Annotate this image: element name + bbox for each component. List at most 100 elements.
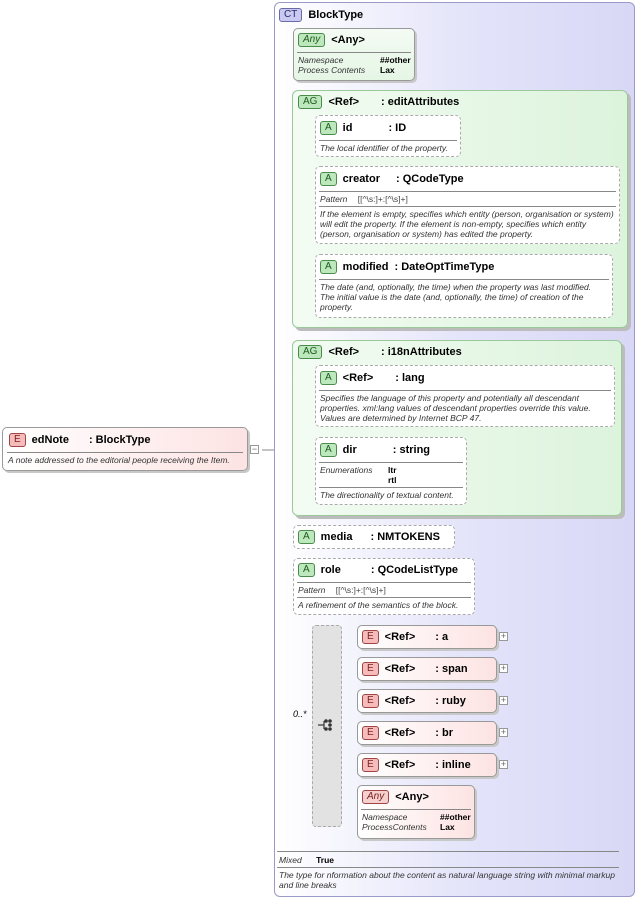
attribute-group-badge: AG — [298, 95, 323, 109]
namespace-label: Namespace — [298, 55, 344, 65]
attribute-type: : ID — [388, 122, 407, 134]
pattern-label: Pattern — [298, 585, 326, 595]
attribute-type: : string — [392, 444, 431, 456]
pattern-value: [[^\s:]+:[^\s]+] — [357, 194, 408, 204]
namespace-value: ##other — [440, 812, 471, 822]
attribute-role[interactable]: A role : QCodeListType Pattern [[^\s:]+:… — [293, 558, 475, 615]
expand-toggle[interactable]: + — [499, 663, 508, 673]
attribute-description: The local identifier of the property. — [320, 143, 448, 153]
attribute-creator[interactable]: A creator : QCodeType Pattern [[^\s:]+:[… — [315, 166, 620, 244]
enum-value-rtl: rtl — [388, 475, 397, 485]
group-name: : editAttributes — [381, 96, 460, 108]
any-name: <Any> — [331, 34, 365, 46]
attribute-modified[interactable]: A modified : DateOptTimeType The date (a… — [315, 254, 613, 318]
element-description: A note addressed to the editorial people… — [8, 455, 230, 465]
group-name: : i18nAttributes — [381, 346, 462, 358]
element-name: : span — [435, 663, 468, 675]
attribute-group-badge: AG — [298, 345, 323, 359]
ref-label: <Ref> — [384, 759, 416, 771]
element-name: : br — [435, 727, 453, 739]
mixed-row: Mixed True — [279, 855, 334, 865]
attribute-dir[interactable]: A dir : string Enumerations ltr rtl The … — [315, 437, 467, 505]
element-badge: E — [362, 662, 379, 676]
ref-label: <Ref> — [328, 346, 360, 358]
attribute-name: media — [320, 531, 353, 543]
attribute-type: : QCodeType — [395, 173, 464, 185]
attribute-description: The directionality of textual content. — [320, 490, 454, 500]
element-badge: E — [362, 726, 379, 740]
attribute-media[interactable]: A media : NMTOKENS — [293, 525, 455, 549]
attribute-id[interactable]: A id : ID The local identifier of the pr… — [315, 115, 461, 157]
ref-label: <Ref> — [328, 96, 360, 108]
expand-toggle[interactable]: + — [499, 759, 508, 769]
element-badge: E — [362, 630, 379, 644]
attribute-badge: A — [298, 563, 315, 577]
attribute-type: : DateOptTimeType — [394, 261, 495, 273]
footer-separator — [277, 867, 619, 868]
expand-toggle[interactable]: + — [499, 695, 508, 705]
attribute-name: creator — [342, 173, 380, 185]
ref-label: <Ref> — [384, 631, 416, 643]
choice-element-inline[interactable]: E <Ref> : inline — [357, 753, 497, 777]
mixed-label: Mixed — [279, 855, 302, 865]
namespace-label: Namespace — [362, 812, 408, 822]
attribute-badge: A — [320, 371, 337, 385]
attribute-name: modified — [342, 261, 389, 273]
any-badge: Any — [362, 790, 390, 804]
any-name: <Any> — [395, 791, 429, 803]
attribute-badge: A — [320, 172, 337, 186]
choice-icon — [318, 719, 332, 731]
ref-label: <Ref> — [342, 372, 374, 384]
element-name: : inline — [435, 759, 471, 771]
namespace-value: ##other — [380, 55, 411, 65]
ednote-element[interactable]: E edNote : BlockType A note addressed to… — [2, 427, 248, 471]
collapse-toggle[interactable]: − — [250, 444, 259, 454]
element-badge: E — [9, 433, 26, 447]
ref-label: <Ref> — [384, 727, 416, 739]
cardinality-label: 0..* — [293, 709, 307, 719]
footer-separator — [277, 851, 619, 852]
element-name: : a — [435, 631, 449, 643]
edit-attributes-header: AG <Ref> : editAttributes — [298, 93, 459, 111]
attribute-name: id — [342, 122, 353, 134]
attribute-type: : QCodeListType — [370, 564, 459, 576]
attribute-badge: A — [320, 443, 337, 457]
attribute-name: dir — [342, 444, 357, 456]
attribute-name: role — [320, 564, 341, 576]
process-label: Process Contents — [298, 65, 366, 75]
complex-type-title: BlockType — [308, 9, 364, 21]
complex-type-badge: CT — [279, 8, 303, 22]
pattern-label: Pattern — [320, 194, 348, 204]
enumerations-label: Enumerations — [320, 465, 373, 475]
pattern-value: [[^\s:]+:[^\s]+] — [335, 585, 386, 595]
any-wildcard-choice[interactable]: Any <Any> Namespace ##other ProcessConte… — [357, 785, 475, 839]
i18n-attributes-header: AG <Ref> : i18nAttributes — [298, 343, 462, 361]
element-badge: E — [362, 694, 379, 708]
choice-element-span[interactable]: E <Ref> : span — [357, 657, 497, 681]
element-type: : BlockType — [88, 434, 151, 446]
choice-element-ruby[interactable]: E <Ref> : ruby — [357, 689, 497, 713]
complex-type-description: The type for nformation about the conten… — [279, 870, 615, 890]
choice-compositor[interactable] — [312, 625, 342, 827]
expand-toggle[interactable]: + — [499, 727, 508, 737]
attribute-description: The date (and, optionally, the time) whe… — [320, 282, 592, 312]
element-badge: E — [362, 758, 379, 772]
choice-element-br[interactable]: E <Ref> : br — [357, 721, 497, 745]
blocktype-header: CT BlockType — [279, 6, 363, 24]
attribute-description: If the element is empty, specifies which… — [320, 209, 614, 239]
process-value: Lax — [380, 65, 395, 75]
ref-label: <Ref> — [384, 695, 416, 707]
attribute-description: Specifies the language of this property … — [320, 393, 591, 423]
element-name: edNote — [31, 434, 69, 446]
attribute-type: : NMTOKENS — [370, 531, 440, 543]
choice-element-a[interactable]: E <Ref> : a — [357, 625, 497, 649]
attribute-badge: A — [320, 260, 337, 274]
attribute-badge: A — [298, 530, 315, 544]
attribute-lang[interactable]: A <Ref> : lang Specifies the language of… — [315, 365, 615, 427]
any-wildcard-top[interactable]: Any <Any> Namespace ##other Process Cont… — [293, 28, 415, 81]
expand-toggle[interactable]: + — [499, 631, 508, 641]
any-badge: Any — [298, 33, 326, 47]
attribute-name: : lang — [395, 372, 425, 384]
mixed-value: True — [316, 855, 335, 865]
ref-label: <Ref> — [384, 663, 416, 675]
